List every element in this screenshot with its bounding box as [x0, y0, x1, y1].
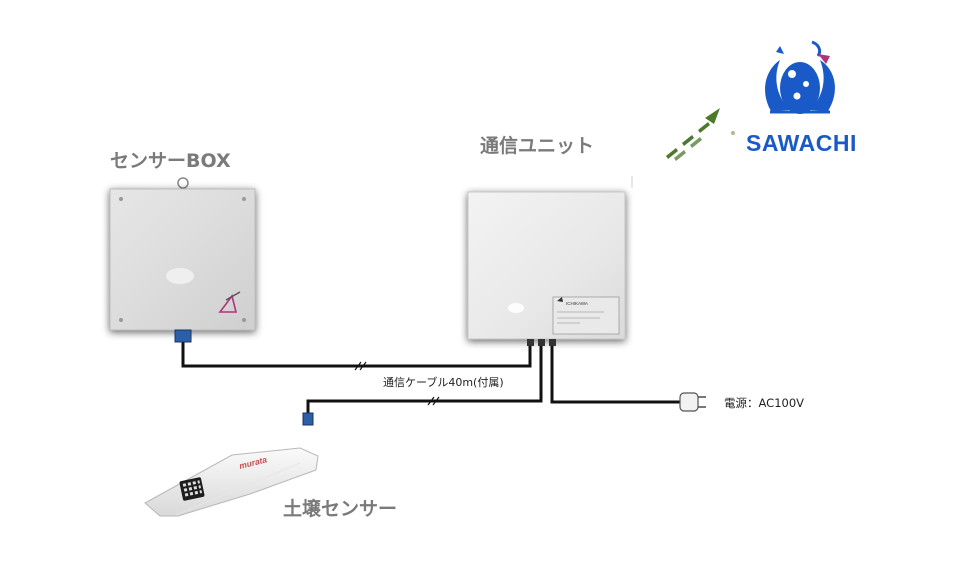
sensor-box-label: センサーBOX [110, 150, 231, 172]
sawachi-logo-text: SAWACHI [746, 130, 857, 156]
cable-label: 通信ケーブル40m(付属) [383, 376, 504, 389]
comm-unit-label: 通信ユニット [480, 135, 595, 157]
unit-nameplate: ICHIKAWA [552, 296, 620, 335]
cable-power [550, 340, 680, 404]
svg-text:ICHIKAWA: ICHIKAWA [566, 301, 588, 306]
soil-sensor: murata [144, 412, 319, 517]
wireless-arrow-icon [666, 108, 735, 161]
power-label: 電源：AC100V [724, 396, 805, 410]
comm-unit: ICHIKAWA [467, 176, 633, 346]
sensor-box-logo-icon [218, 291, 241, 313]
soil-sensor-label: 土壌センサー [283, 498, 398, 520]
sawachi-logo-icon [765, 40, 835, 114]
sensor-box [109, 177, 256, 343]
power-plug-icon [679, 392, 706, 412]
cable-sensorbox-to-unit [181, 338, 532, 368]
cable-break-marks [354, 361, 440, 406]
